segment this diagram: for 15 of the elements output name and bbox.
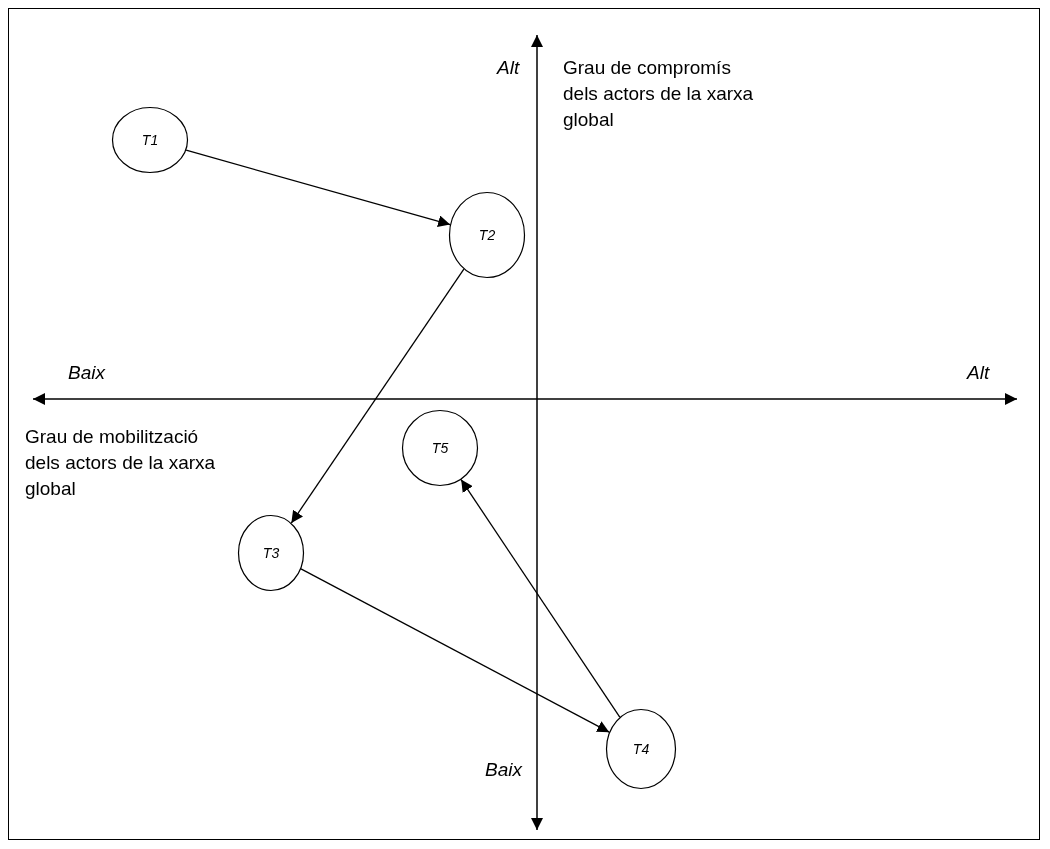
arrow (290, 268, 465, 524)
node-label: T3 (262, 545, 280, 561)
node-label: T1 (141, 132, 159, 148)
node-label: T4 (632, 741, 650, 757)
axis-end-label: Baix (68, 361, 107, 385)
arrow (185, 149, 451, 228)
axis-end-label: Baix (485, 758, 524, 782)
axis-end-label: Alt (967, 361, 991, 385)
arrow (300, 568, 610, 733)
node-label: T2 (478, 227, 496, 243)
arrow (460, 478, 621, 718)
axis-end-label: Alt (497, 56, 521, 80)
node-label: T5 (431, 440, 449, 456)
axis-title: Grau de mobilització dels actors de la xarxa global (25, 425, 217, 501)
axis-title: Grau de compromís dels actors de la xarxa global (563, 56, 755, 132)
